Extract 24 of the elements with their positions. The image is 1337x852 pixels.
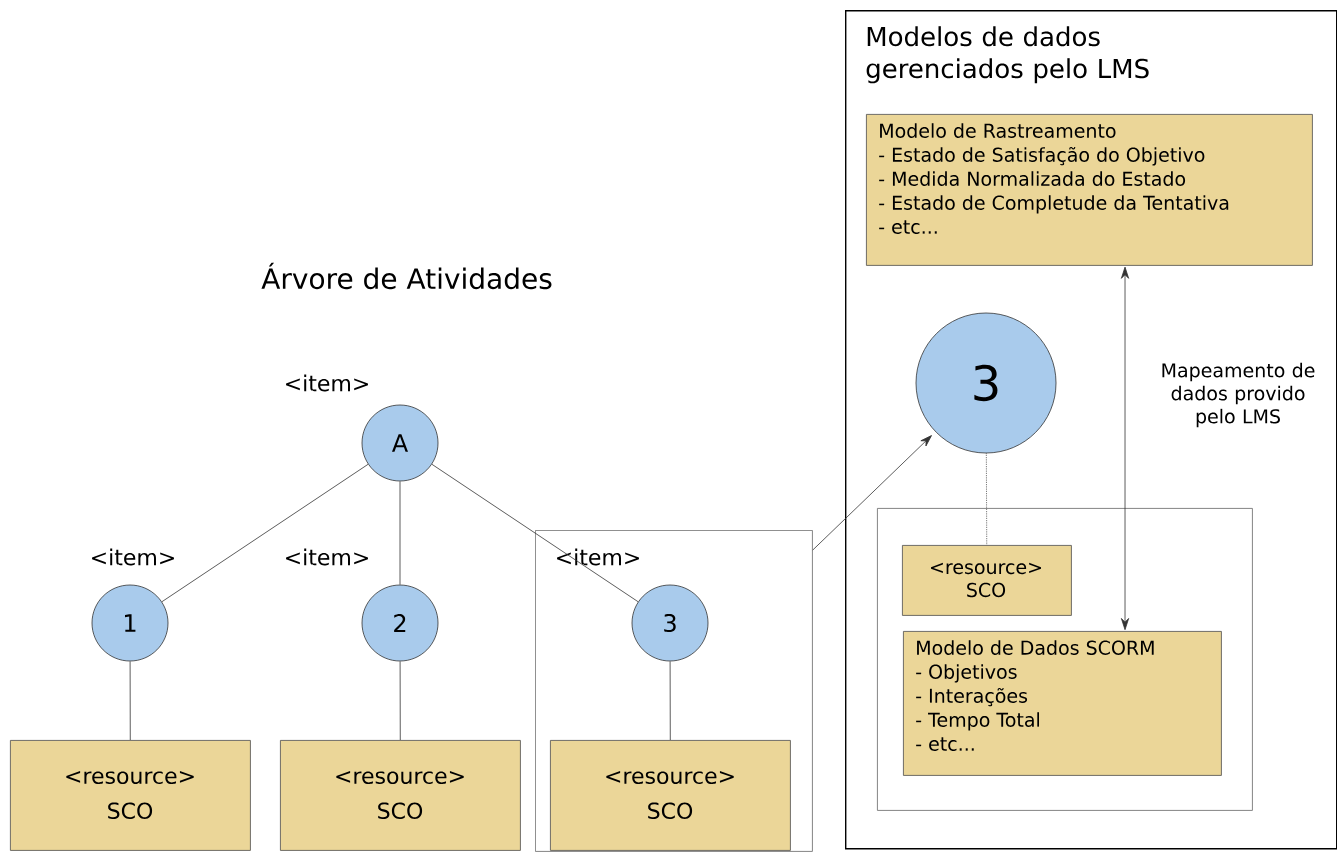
connector: [812, 435, 932, 551]
item-label: <item>: [286, 548, 368, 566]
connector: [161, 463, 369, 603]
connector: [669, 661, 671, 741]
data-model-box: Modelo de Dados SCORM - Objetivos - Interações - Tempo Total - etc...: [903, 631, 1222, 776]
group-box: [877, 508, 1253, 811]
item-label: <item>: [286, 374, 368, 392]
selection-box: [535, 530, 813, 852]
resource-box: <resource> SCO: [10, 740, 251, 851]
item-label: <item>: [557, 548, 639, 566]
item-label: <item>: [92, 548, 174, 566]
resource-box: <resource> SCO: [550, 740, 791, 851]
connector: [985, 453, 988, 546]
connector: [399, 481, 401, 585]
connector: [1121, 266, 1130, 631]
connector: [129, 661, 131, 741]
diagram-title: Árvore de Atividades: [261, 262, 552, 290]
resource-box: <resource> SCO: [280, 740, 521, 851]
resource-box: <resource> SCO: [902, 545, 1072, 616]
panel-heading: Modelos de dados gerenciados pelo LMS: [866, 26, 1149, 84]
edge-label: Mapeamento de dados provido pelo LMS: [1146, 360, 1330, 430]
data-model-box: Modelo de Rastreamento - Estado de Satisfação do Objetivo - Medida Normalizada do Estado - Estado de Completude da Tentativa - etc...: [866, 114, 1313, 266]
connector: [399, 661, 401, 741]
connector: [431, 463, 639, 603]
